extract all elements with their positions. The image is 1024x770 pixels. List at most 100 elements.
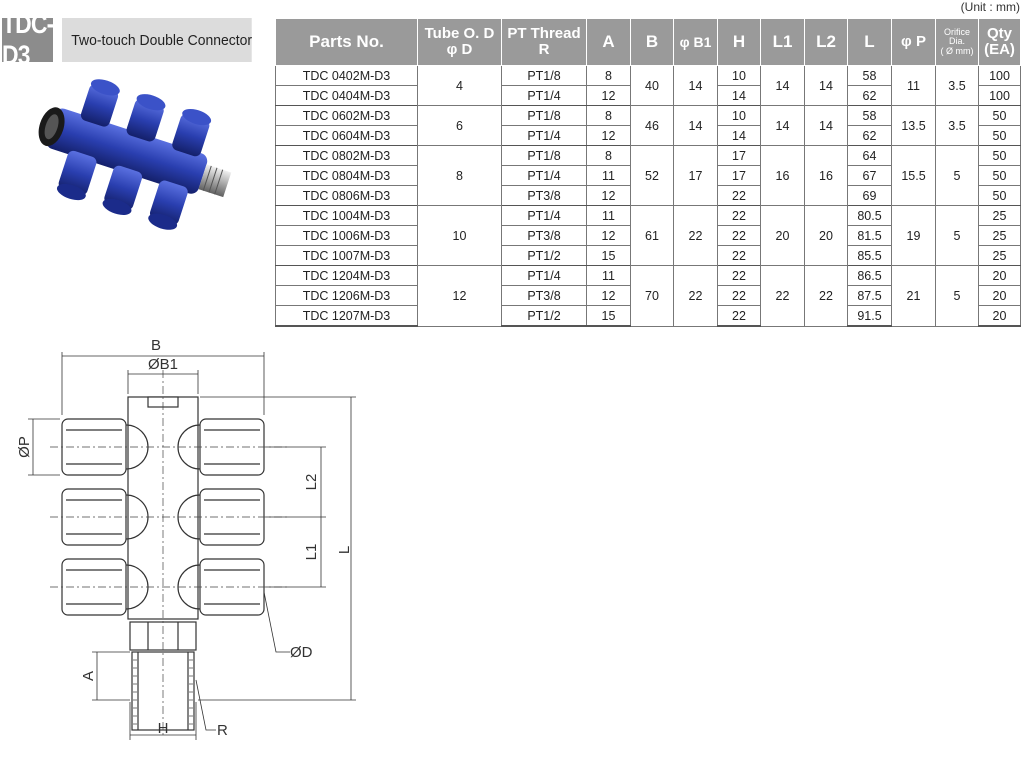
cell-l2: 16 xyxy=(804,145,848,206)
cell-a: 11 xyxy=(586,165,631,186)
cell-part-no: TDC 0804M-D3 xyxy=(275,165,418,186)
cell-l: 91.5 xyxy=(847,305,892,327)
label-a: A xyxy=(80,671,97,681)
cell-part-no: TDC 1007M-D3 xyxy=(275,245,418,266)
product-title-bar: TDC-D3 Two-touch Double Connector xyxy=(2,9,253,70)
label-b: B xyxy=(151,337,161,354)
label-d: ØD xyxy=(290,644,313,661)
cell-tube-od: 12 xyxy=(417,265,502,327)
col-b: B xyxy=(630,18,674,66)
label-r: R xyxy=(217,722,228,739)
cell-tube-od: 6 xyxy=(417,105,502,146)
cell-h: 17 xyxy=(717,145,761,166)
table-row: TDC 0802M-D3 8 PT1/8 8 52 17 17 16 16 64… xyxy=(275,145,1021,206)
cell-a: 11 xyxy=(586,265,631,286)
header-label: Parts No. xyxy=(309,32,384,52)
cell-qty: 50 xyxy=(978,105,1021,126)
table-row: TDC 1007M-D3 PT1/2 15 22 85.5 25 xyxy=(275,245,1021,266)
header-label: Tube O. D xyxy=(424,25,495,43)
cell-part-no: TDC 1006M-D3 xyxy=(275,225,418,246)
col-parts-no: Parts No. xyxy=(275,18,418,66)
cell-l2: 14 xyxy=(804,105,848,146)
cell-l1: 14 xyxy=(760,65,805,106)
cell-l: 58 xyxy=(847,65,892,86)
cell-thread: PT1/2 xyxy=(501,245,587,266)
cell-l: 85.5 xyxy=(847,245,892,266)
header-label: A xyxy=(602,32,615,52)
cell-orifice: 5 xyxy=(935,205,979,266)
cell-b1: 17 xyxy=(673,145,718,206)
table-row: TDC 1204M-D3 12 PT1/4 11 70 22 22 22 22 … xyxy=(275,265,1021,327)
cell-thread: PT3/8 xyxy=(501,225,587,246)
cell-qty: 50 xyxy=(978,145,1021,166)
cell-h: 10 xyxy=(717,65,761,86)
cell-l1: 16 xyxy=(760,145,805,206)
cell-p: 19 xyxy=(891,205,936,266)
cell-b: 46 xyxy=(630,105,674,146)
cell-qty: 100 xyxy=(978,65,1021,86)
cell-l: 69 xyxy=(847,185,892,206)
cell-thread: PT1/4 xyxy=(501,85,587,106)
label-l: L xyxy=(336,546,353,554)
cell-qty: 20 xyxy=(978,265,1021,286)
cell-h: 22 xyxy=(717,245,761,266)
cell-b: 70 xyxy=(630,265,674,327)
cell-l: 80.5 xyxy=(847,205,892,226)
table-row: TDC 1206M-D3 PT3/8 12 22 87.5 20 xyxy=(275,285,1021,306)
table-row: TDC 1006M-D3 PT3/8 12 22 81.5 25 xyxy=(275,225,1021,246)
cell-thread: PT1/4 xyxy=(501,265,587,286)
cell-p: 11 xyxy=(891,65,936,106)
cell-thread: PT1/8 xyxy=(501,145,587,166)
cell-h: 22 xyxy=(717,305,761,327)
cell-thread: PT1/4 xyxy=(501,165,587,186)
cell-qty: 25 xyxy=(978,205,1021,226)
cell-h: 22 xyxy=(717,225,761,246)
cell-tube-od: 10 xyxy=(417,205,502,266)
product-name: Two-touch Double Connector xyxy=(62,18,253,62)
col-l: L xyxy=(847,18,892,66)
table-row: TDC 1004M-D3 10 PT1/4 11 61 22 22 20 20 … xyxy=(275,205,1021,266)
cell-tube-od: 8 xyxy=(417,145,502,206)
cell-b1: 22 xyxy=(673,205,718,266)
cell-b1: 14 xyxy=(673,65,718,106)
cell-l: 62 xyxy=(847,85,892,106)
cell-l2: 20 xyxy=(804,205,848,266)
product-code: TDC-D3 xyxy=(2,9,54,70)
table-row: TDC 1207M-D3 PT1/2 15 22 91.5 20 xyxy=(275,305,1021,327)
cell-thread: PT1/4 xyxy=(501,205,587,226)
cell-l2: 22 xyxy=(804,265,848,327)
cell-qty: 50 xyxy=(978,165,1021,186)
cell-l: 86.5 xyxy=(847,265,892,286)
header-label-sub: ( Ø mm) xyxy=(940,45,974,56)
cell-orifice: 3.5 xyxy=(935,105,979,146)
cell-orifice: 3.5 xyxy=(935,65,979,106)
cell-b1: 22 xyxy=(673,265,718,327)
cell-h: 22 xyxy=(717,185,761,206)
header-label: B xyxy=(645,32,659,52)
label-b1: ØB1 xyxy=(148,356,178,373)
label-l2: L2 xyxy=(303,474,320,491)
header-label: H xyxy=(732,32,746,52)
cell-thread: PT1/8 xyxy=(501,105,587,126)
cell-a: 12 xyxy=(586,125,631,146)
table-row: TDC 0402M-D3 4 PT1/8 8 40 14 10 14 14 58… xyxy=(275,65,1021,106)
cell-a: 12 xyxy=(586,225,631,246)
col-h: H xyxy=(717,18,761,66)
cell-part-no: TDC 0604M-D3 xyxy=(275,125,418,146)
cell-h: 14 xyxy=(717,85,761,106)
cell-qty: 20 xyxy=(978,285,1021,306)
cell-thread: PT3/8 xyxy=(501,285,587,306)
header-label: L xyxy=(864,32,875,52)
cell-a: 8 xyxy=(586,145,631,166)
cell-part-no: TDC 0806M-D3 xyxy=(275,185,418,206)
cell-a: 12 xyxy=(586,85,631,106)
header-label: L1 xyxy=(772,32,793,52)
header-label: PT Thread xyxy=(507,25,581,43)
col-p: φ P xyxy=(891,18,936,66)
cell-part-no: TDC 0404M-D3 xyxy=(275,85,418,106)
cell-l: 64 xyxy=(847,145,892,166)
cell-part-no: TDC 0402M-D3 xyxy=(275,65,418,86)
table-row: TDC 0604M-D3 PT1/4 12 14 62 50 xyxy=(275,125,1021,146)
